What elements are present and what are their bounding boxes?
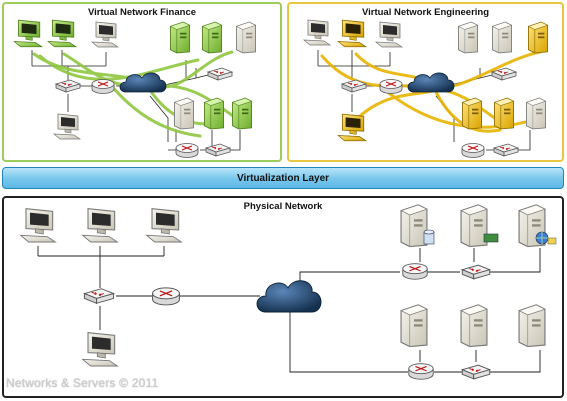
physical-panel-title: Physical Network: [243, 201, 323, 212]
finance-network: [13, 19, 257, 158]
physical-panel: Physical Network: [2, 196, 564, 398]
network-card-icon: [483, 233, 499, 243]
virtualization-layer-bar: Virtualization Layer: [2, 167, 564, 189]
cloud-icon: [256, 280, 322, 313]
database-icon: [423, 229, 435, 245]
finance-panel-title: Virtual Network Finance: [87, 7, 197, 18]
physical-network: [19, 204, 557, 380]
copyright-watermark: Networks & Servers © 2011: [6, 376, 159, 390]
globe-icon: [535, 231, 557, 245]
engineering-network: [303, 19, 549, 158]
cloud-icon: [407, 72, 455, 93]
engineering-panel: Virtual Network Engineering: [287, 2, 564, 162]
engineering-panel-title: Virtual Network Engineering: [361, 7, 490, 18]
cloud-icon: [119, 72, 167, 93]
finance-panel: Virtual Network Finance: [2, 2, 282, 162]
